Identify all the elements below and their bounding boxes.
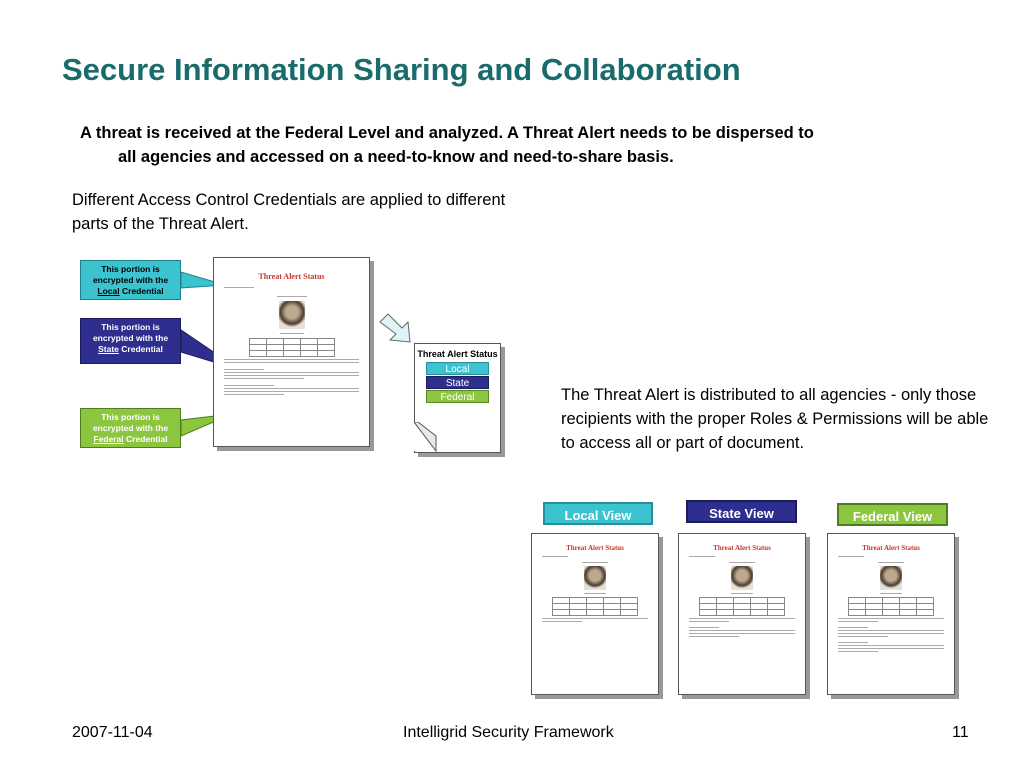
- intro-line-2: all agencies and accessed on a need-to-k…: [118, 148, 674, 166]
- distribution-text: The Threat Alert is distributed to all a…: [561, 386, 989, 452]
- alert-bar-state: State: [426, 376, 489, 389]
- federal-view-label: Federal View: [837, 503, 948, 526]
- credentials-text: Different Access Control Credentials are…: [72, 191, 506, 233]
- footer-title: Intelligrid Security Framework: [403, 724, 614, 741]
- local-view-label: Local View: [543, 502, 653, 525]
- document-title: Threat Alert Status: [258, 272, 325, 281]
- alert-box-title: Threat Alert Status: [417, 349, 498, 359]
- intro-text: A threat is received at the Federal Leve…: [80, 121, 980, 169]
- threat-alert-box: Threat Alert Status Local State Federal: [414, 343, 501, 453]
- federal-credential-label: Federal: [93, 434, 124, 444]
- threat-alert-document: Threat Alert Status: [213, 257, 370, 447]
- arrow-icon: [379, 313, 411, 343]
- page-number: 11: [952, 724, 969, 741]
- state-view-document: Threat Alert Status: [678, 533, 806, 695]
- photo-image: [278, 301, 305, 329]
- folded-corner-icon: [414, 422, 437, 452]
- alert-bar-local: Local: [426, 362, 489, 375]
- intro-line-1: A threat is received at the Federal Leve…: [80, 124, 814, 142]
- document-table: [248, 338, 335, 357]
- slide-title: Secure Information Sharing and Collabora…: [62, 52, 741, 87]
- local-credential-label: Local: [97, 286, 120, 296]
- state-credential-label: State: [98, 344, 119, 354]
- footer-date: 2007-11-04: [72, 724, 153, 741]
- alert-bar-federal: Federal: [426, 390, 489, 403]
- state-view-label: State View: [686, 500, 797, 523]
- federal-view-document: Threat Alert Status: [827, 533, 955, 695]
- local-view-document: Threat Alert Status: [531, 533, 659, 695]
